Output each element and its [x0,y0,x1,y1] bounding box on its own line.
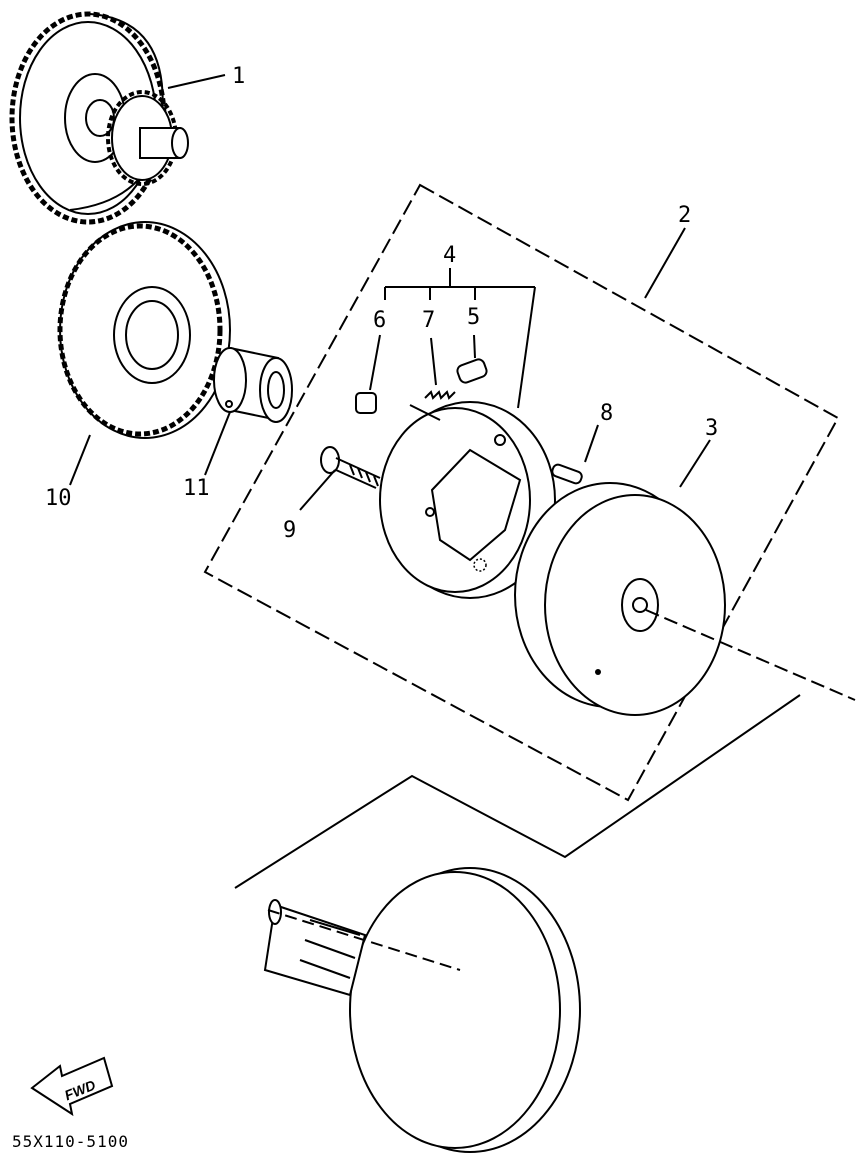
part-4-oneway-clutch [379,401,556,599]
diagram-code: 55X110-5100 [12,1132,129,1151]
assembly-2-boundary [203,183,840,802]
fwd-arrow-icon: FWD [30,1056,114,1117]
part-6-roller [355,392,377,414]
part-5-plunger [456,358,488,384]
callout-9: 9 [283,518,296,543]
callout-3: 3 [705,416,718,441]
callout-1: 1 [232,64,245,89]
callout-8: 8 [600,401,613,426]
callout-5: 5 [467,305,480,330]
alignment-line [234,694,801,889]
leader-lines [69,74,711,511]
part-3-clutch-drum [514,482,856,716]
callout-7: 7 [422,308,435,333]
part-11-bushing [213,346,293,423]
callout-6: 6 [373,308,386,333]
callout-4: 4 [443,243,456,268]
part-9-bolt [320,446,381,489]
part-1-primary-gear [9,11,189,225]
part-10-secondary-gear [57,221,231,439]
callout-11: 11 [183,476,210,501]
part-7-spring [424,390,456,400]
callout-2: 2 [678,203,691,228]
part-8-pin [551,463,583,485]
crankshaft [263,867,581,1153]
callout-10: 10 [45,486,72,511]
